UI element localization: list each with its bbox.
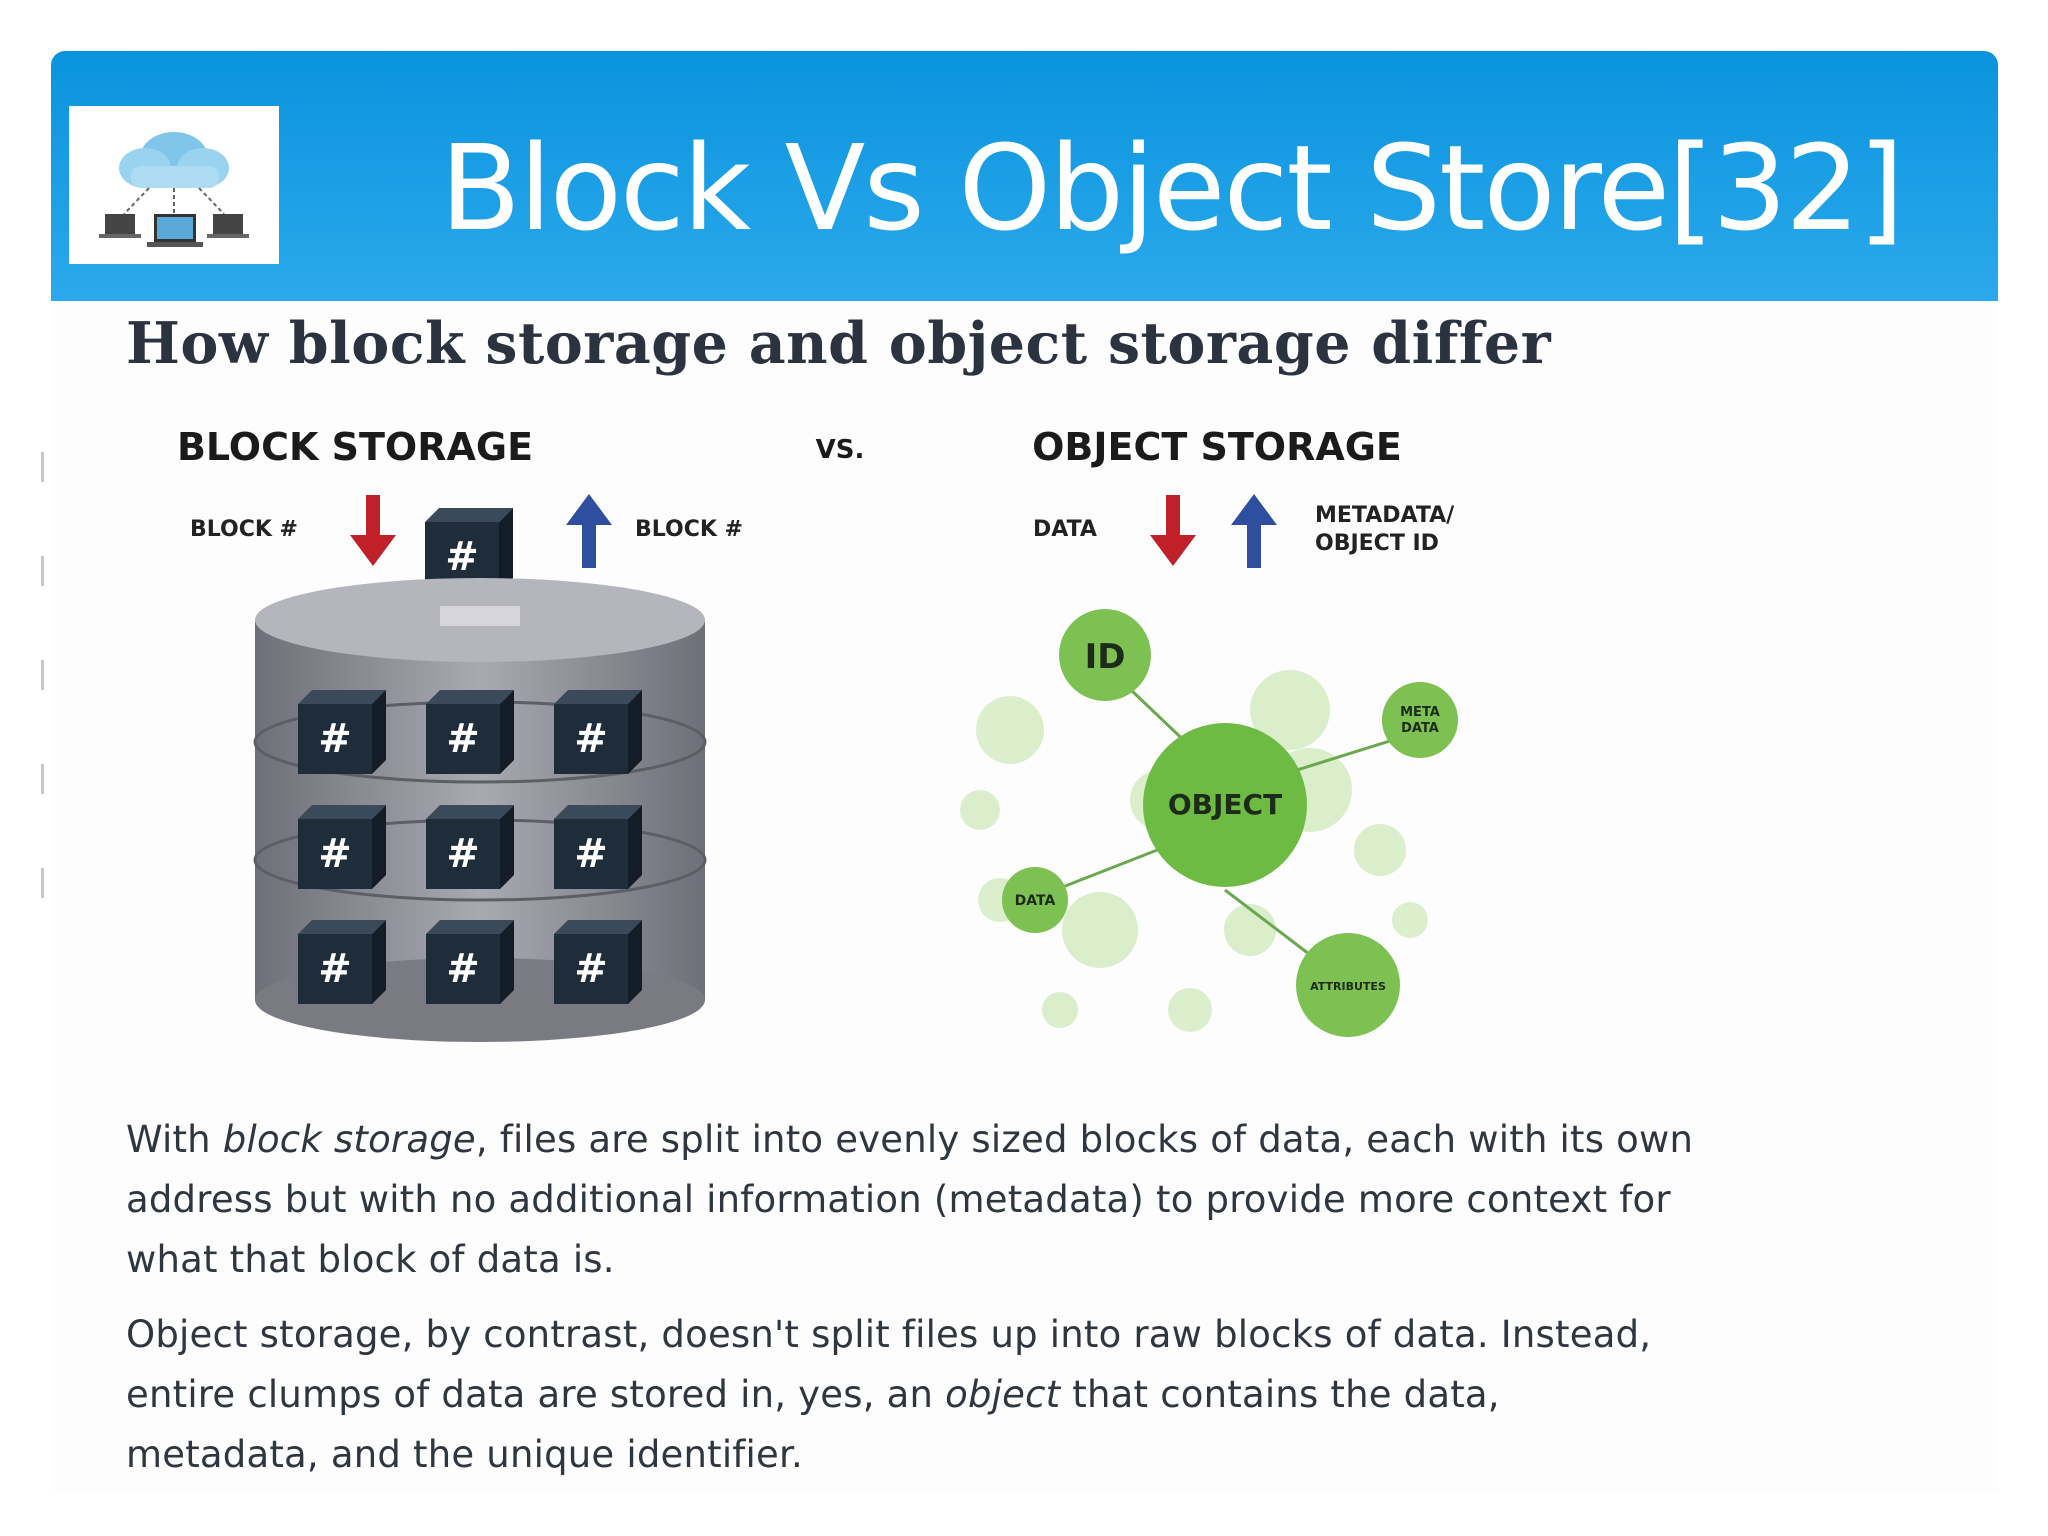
object-out-label-2: OBJECT ID	[1315, 531, 1439, 556]
p2-line3: metadata, and the unique identifier.	[126, 1433, 803, 1476]
metadata-node-label-1: META	[1400, 705, 1440, 720]
p2-line2-post: that contains the data,	[1060, 1373, 1500, 1416]
block-storage-paragraph: With block storage, files are split into…	[126, 1110, 1876, 1290]
logo	[69, 106, 279, 264]
p1-line2: address but with no additional informati…	[126, 1178, 1671, 1221]
p1-line1: , files are split into evenly sized bloc…	[475, 1118, 1694, 1161]
up-arrow-icon	[566, 494, 612, 568]
p1-emphasis: block storage	[222, 1118, 476, 1161]
slide-title: Block Vs Object Store[32]	[440, 119, 1904, 257]
id-node-label: ID	[1085, 637, 1126, 677]
block-out-label: BLOCK #	[635, 517, 743, 542]
bubble-nodes	[1002, 609, 1458, 1037]
object-storage-title: OBJECT STORAGE	[1032, 425, 1402, 469]
object-storage-paragraph: Object storage, by contrast, doesn't spl…	[126, 1305, 1876, 1485]
slide-title-bar	[51, 51, 1998, 301]
p1-line3: what that block of data is.	[126, 1238, 615, 1281]
vs-label: VS.	[816, 435, 865, 465]
p2-line2-pre: entire clumps of data are stored in, yes…	[126, 1373, 946, 1416]
object-in-label: DATA	[1033, 517, 1097, 542]
p2-emphasis: object	[945, 1373, 1061, 1416]
down-arrow-icon	[1150, 495, 1196, 566]
metadata-node-label-2: DATA	[1401, 721, 1439, 736]
object-out-label-1: METADATA/	[1315, 503, 1455, 528]
figure-heading: How block storage and object storage dif…	[126, 310, 1552, 377]
up-arrow-icon	[1231, 494, 1277, 568]
p1-prefix: With	[126, 1118, 223, 1161]
object-node-label: OBJECT	[1168, 788, 1282, 821]
block-storage-title: BLOCK STORAGE	[177, 425, 533, 469]
attributes-node-label: ATTRIBUTES	[1310, 980, 1386, 993]
down-arrow-icon	[350, 495, 396, 566]
cloud-network-icon	[99, 132, 249, 247]
block-in-label: BLOCK #	[190, 517, 298, 542]
block-cubes	[298, 690, 642, 1004]
data-node-label: DATA	[1015, 893, 1056, 909]
storage-diagram: # BLOCK STORAGE VS. OBJECT STORAGE BLOCK…	[177, 425, 1458, 1042]
p2-line1: Object storage, by contrast, doesn't spl…	[126, 1313, 1652, 1356]
